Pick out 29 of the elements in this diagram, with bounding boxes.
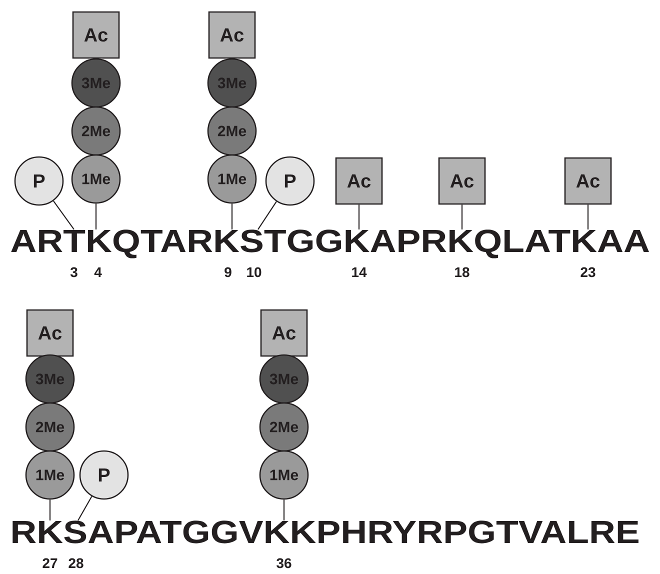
leader-line [587, 204, 589, 230]
residue-number: 4 [94, 267, 102, 277]
residue-number: 23 [580, 267, 596, 278]
sequence-text: RKSAPATGGVKKPHRYRPGTVALRE [12, 520, 638, 544]
residue-number: 3 [70, 267, 78, 278]
acetyl-box: Ac [335, 157, 383, 205]
acetyl-box: Ac [26, 309, 74, 357]
leader-line [53, 200, 74, 230]
leader-line [283, 500, 285, 520]
acetyl-box: Ac [208, 11, 256, 59]
leader-line [358, 204, 360, 230]
residue-number: 27 [42, 558, 58, 568]
residue-number: 10 [247, 267, 262, 278]
acetyl-box: Ac [564, 157, 612, 205]
leader-line [231, 204, 233, 230]
leader-line [49, 500, 51, 520]
acetyl-box: Ac [72, 11, 120, 59]
leader-line [258, 201, 277, 230]
residue-number: 36 [276, 558, 292, 568]
residue-number: 28 [68, 558, 84, 568]
acetyl-box: Ac [438, 157, 486, 205]
leader-line [95, 204, 97, 230]
sequence-text: ARTKQTARKSTGGKAPRKQLATKAA [11, 230, 649, 258]
leader-line [461, 204, 463, 230]
leader-line [78, 496, 92, 521]
residue-number: 18 [455, 267, 470, 278]
acetyl-box: Ac [260, 309, 308, 357]
residue-number: 14 [352, 267, 367, 277]
residue-number: 9 [224, 267, 232, 278]
